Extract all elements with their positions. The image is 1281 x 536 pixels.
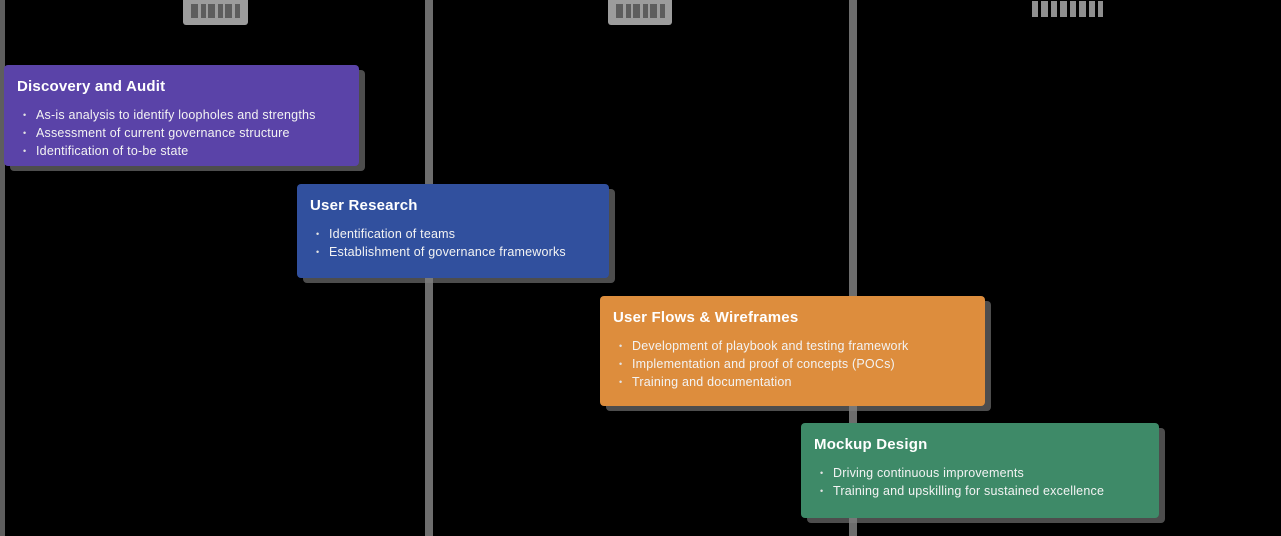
bullet-item: Training and upskilling for sustained ex… [820, 482, 1145, 500]
phase-card-user-flows-wireframes: User Flows & Wireframes Development of p… [600, 296, 985, 406]
bullet-item: Assessment of current governance structu… [23, 124, 345, 142]
phase-card-bullet-list: Development of playbook and testing fram… [613, 337, 971, 391]
bullet-item: Development of playbook and testing fram… [619, 337, 971, 355]
bullet-item: Establishment of governance frameworks [316, 243, 595, 261]
cropped-column-label-1 [183, 0, 248, 25]
phase-card-discovery-and-audit: Discovery and Audit As-is analysis to id… [4, 65, 359, 166]
bullet-item: Identification of teams [316, 225, 595, 243]
cropped-text-fragment [191, 4, 240, 18]
bullet-item: Implementation and proof of concepts (PO… [619, 355, 971, 373]
left-edge-strip [0, 0, 5, 536]
phase-card-bullet-list: Driving continuous improvements Training… [814, 464, 1145, 500]
cropped-column-label-2 [608, 0, 672, 25]
phase-card-title: Discovery and Audit [17, 78, 166, 95]
cropped-text-fragment [1032, 1, 1103, 17]
phase-card-bullet-list: As-is analysis to identify loopholes and… [17, 106, 345, 160]
phase-card-user-research: User Research Identification of teams Es… [297, 184, 609, 278]
bullet-item: Training and documentation [619, 373, 971, 391]
cropped-column-label-3 [1032, 0, 1103, 18]
timeline-divider-2 [849, 0, 857, 536]
phase-card-mockup-design: Mockup Design Driving continuous improve… [801, 423, 1159, 518]
cropped-text-fragment [616, 4, 665, 18]
phase-card-bullet-list: Identification of teams Establishment of… [310, 225, 595, 261]
bullet-item: As-is analysis to identify loopholes and… [23, 106, 345, 124]
phase-card-title: Mockup Design [814, 436, 928, 453]
phase-card-title: User Flows & Wireframes [613, 309, 799, 326]
phase-card-title: User Research [310, 197, 418, 214]
bullet-item: Identification of to-be state [23, 142, 345, 160]
bullet-item: Driving continuous improvements [820, 464, 1145, 482]
